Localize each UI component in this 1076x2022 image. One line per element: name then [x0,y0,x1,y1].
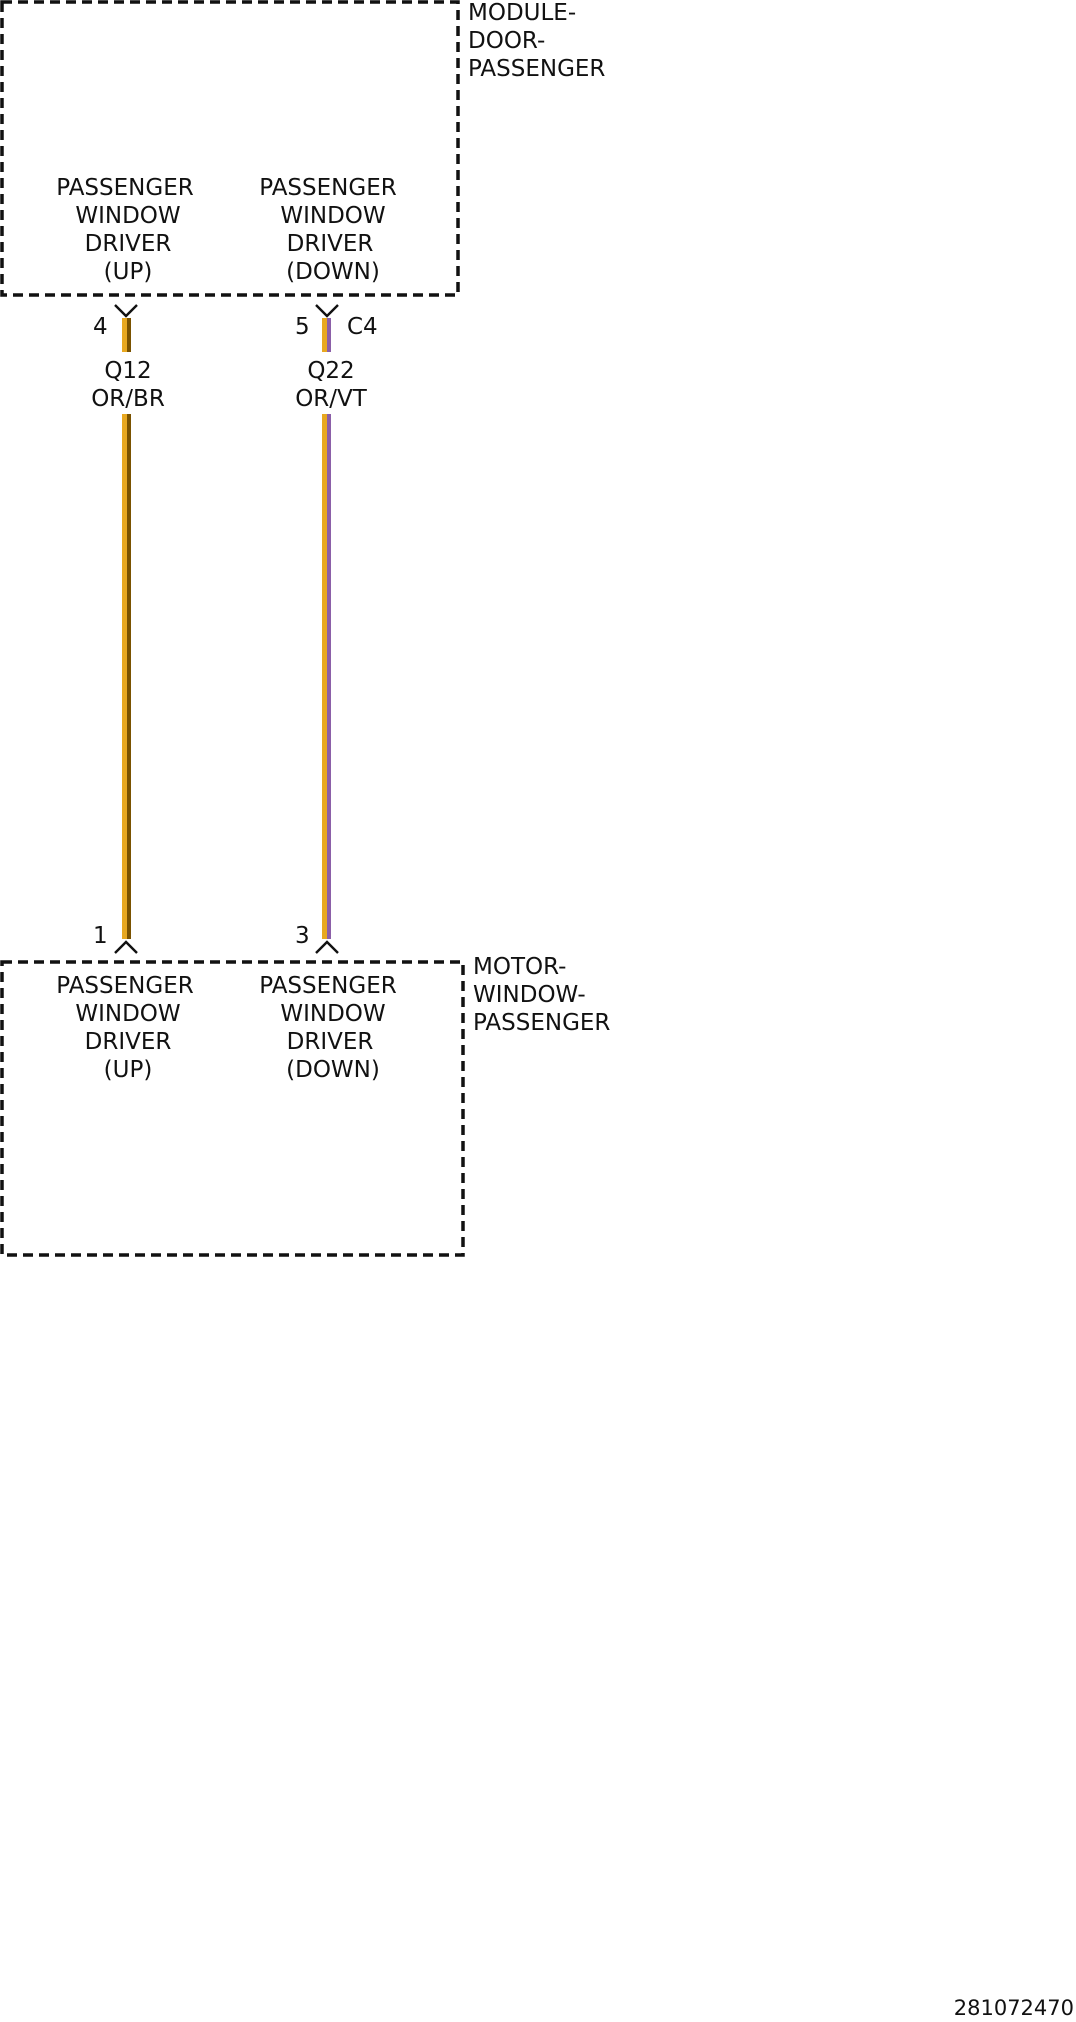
pin-label-line: WINDOW [280,203,385,229]
wire-circuit-label: Q12 [104,358,151,384]
pin-label-line: DRIVER [287,231,374,257]
wire-stripe-lower [327,414,331,939]
wire-segment-lower [122,414,127,939]
module-name-line: MOTOR- [473,954,566,980]
wire-circuit-label: Q22 [307,358,354,384]
pin-label-line: PASSENGER [259,973,396,999]
pin-label-line: (UP) [104,259,153,285]
terminal-symbol-icon [315,940,339,954]
pin-label-line: WINDOW [75,203,180,229]
module-name-line: WINDOW- [473,982,586,1008]
wire-stripe-upper [327,318,331,352]
pin-label-up: PASSENGER WINDOW DRIVER (UP) [56,973,193,1083]
pin-label-line: PASSENGER [259,175,396,201]
terminal-pin-5: 5 [295,304,339,340]
terminal-symbol-icon [315,304,339,318]
pin-number: 4 [93,314,108,340]
pin-label-line: DRIVER [85,1029,172,1055]
wire-segment-lower [322,414,327,939]
wire-segment-upper [122,318,127,352]
connector-name: C4 [347,314,378,340]
module-name-line: PASSENGER [473,1010,610,1036]
pin-label-line: DRIVER [85,231,172,257]
terminal-symbol-icon [114,304,138,318]
module-door-passenger-outline [0,0,460,297]
terminal-pin-3: 3 [295,923,339,954]
pin-label-line: WINDOW [75,1001,180,1027]
wire-stripe-upper [127,318,131,352]
pin-number: 5 [295,314,310,340]
wire-color-code: OR/VT [295,386,368,412]
pin-number: 3 [295,923,310,949]
pin-label-line: (DOWN) [286,1057,380,1083]
pin-label-line: (DOWN) [286,259,380,285]
wire-q22: Q22 OR/VT [295,318,368,939]
wire-color-code: OR/BR [91,386,165,412]
pin-label-line: PASSENGER [56,973,193,999]
motor-window-passenger: MOTOR- WINDOW- PASSENGER PASSENGER WINDO… [0,954,610,1257]
module-name-line: PASSENGER [468,56,605,82]
terminal-pin-1: 1 [93,923,138,954]
module-name-line: MODULE- [468,0,576,26]
module-door-passenger: MODULE- DOOR- PASSENGER PASSENGER WINDOW… [0,0,605,297]
module-name-line: DOOR- [468,28,545,54]
pin-label-up: PASSENGER WINDOW DRIVER (UP) [56,175,193,285]
pin-number: 1 [93,923,108,949]
motor-window-passenger-outline [0,960,465,1257]
pin-label-down: PASSENGER WINDOW DRIVER (DOWN) [259,175,396,285]
terminal-pin-4: 4 [93,304,138,340]
wire-segment-upper [322,318,327,352]
terminal-symbol-icon [114,940,138,954]
wire-q12: Q12 OR/BR [91,318,165,939]
pin-label-line: WINDOW [280,1001,385,1027]
pin-label-line: (UP) [104,1057,153,1083]
wire-stripe-lower [127,414,131,939]
pin-label-line: PASSENGER [56,175,193,201]
pin-label-down: PASSENGER WINDOW DRIVER (DOWN) [259,973,396,1083]
diagram-id: 281072470 [954,1996,1074,2020]
pin-label-line: DRIVER [287,1029,374,1055]
